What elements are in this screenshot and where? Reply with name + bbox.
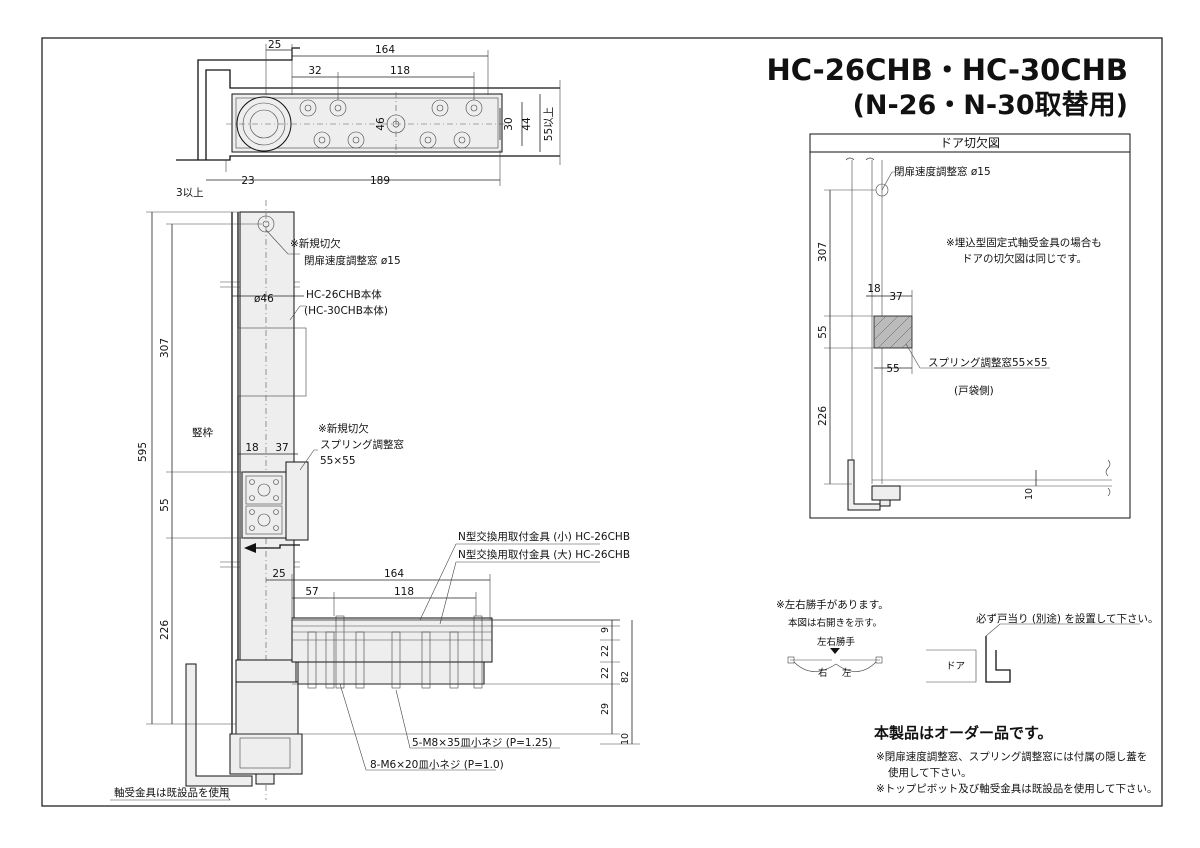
front-label-bracket-large: N型交換用取付金具 (大) HC-26CHB	[458, 548, 630, 561]
front-dim-55: 55	[159, 498, 171, 511]
front-label-screw-m8: 5-M8×35皿小ネジ (P=1.25)	[412, 737, 552, 749]
door-cut-dim-226: 226	[817, 406, 829, 426]
front-label-spring-window: スプリング調整窓	[320, 438, 404, 451]
top-dim-46: 46	[375, 117, 387, 131]
stop-note-door: ドア	[946, 661, 965, 672]
front-label-new-cut-1: ※新規切欠	[290, 237, 341, 250]
hand-diagram	[787, 648, 883, 672]
door-cut-side: (戸袋側)	[954, 384, 994, 397]
front-dim-18: 18	[245, 442, 258, 454]
door-cut-dim-10: 10	[1024, 488, 1035, 500]
top-dim-23: 23	[241, 175, 254, 187]
hand-note-line2: 本図は右開きを示す。	[788, 617, 882, 629]
front-label-spring-size: 55×55	[320, 455, 356, 467]
front-label-bracket-small: N型交換用取付金具 (小) HC-26CHB	[458, 530, 630, 543]
stop-note-text: 必ず戸当り (別途) を設置して下さい。	[976, 612, 1159, 625]
drawing-border	[41, 37, 1163, 807]
front-dim-10: 10	[620, 733, 631, 745]
order-note-line1: ※閉扉速度調整窓、スプリング調整窓には付属の隠し蓋を	[876, 750, 1147, 763]
front-dim-57: 57	[305, 586, 318, 598]
front-label-screw-m6: 8-M6×20皿小ネジ (P=1.0)	[370, 759, 504, 771]
front-dim-118: 118	[394, 586, 414, 598]
door-cut-spring-window: スプリング調整窓55×55	[928, 356, 1048, 369]
order-note-line2: 使用して下さい。	[888, 766, 972, 779]
order-headline: 本製品はオーダー品です。	[874, 724, 1053, 742]
front-dim-22a: 22	[600, 645, 611, 657]
front-label-new-cut-2: ※新規切欠	[318, 422, 369, 435]
door-cut-note-line2: ドアの切欠図は同じです。	[962, 252, 1087, 265]
door-cut-dim-37: 37	[889, 291, 902, 303]
front-dim-25: 25	[272, 568, 285, 580]
front-label-bearing: 軸受金具は既設品を使用	[114, 786, 230, 799]
front-dim-307: 307	[159, 338, 171, 358]
top-dim-32: 32	[308, 65, 321, 77]
top-dim-189: 189	[370, 175, 390, 187]
top-dim-55: 55以上	[543, 107, 555, 141]
door-cut-dim-55v: 55	[817, 325, 829, 338]
front-dim-595: 595	[137, 442, 149, 462]
front-view	[110, 200, 640, 801]
hand-note-caption: 左右勝手	[817, 636, 856, 648]
front-label-body-26: HC-26CHB本体	[306, 288, 382, 301]
top-dim-118: 118	[390, 65, 410, 77]
front-label-frame: 竪枠	[192, 426, 213, 439]
front-label-speed-window: 閉扉速度調整窓 ø15	[304, 254, 401, 267]
top-view	[176, 44, 561, 186]
front-label-body-30: (HC-30CHB本体)	[304, 304, 388, 317]
top-dim-30: 30	[503, 117, 515, 130]
hand-note-right: 右	[818, 667, 828, 679]
front-dim-29: 29	[600, 703, 611, 715]
door-cut-dim-55h: 55	[886, 363, 899, 375]
title-line1: HC-26CHB・HC-30CHB	[766, 53, 1128, 87]
hand-note-line1: ※左右勝手があります。	[776, 598, 889, 611]
hand-note-left: 左	[842, 667, 852, 679]
front-dim-22b: 22	[600, 667, 611, 679]
order-note-line3: ※トップピボット及び軸受金具は既設品を使用して下さい。	[876, 782, 1157, 795]
door-cut-dim-307: 307	[817, 242, 829, 262]
top-dim-3: 3以上	[176, 187, 204, 199]
door-cut-dim-18: 18	[867, 283, 880, 295]
top-dim-25: 25	[268, 39, 281, 51]
front-dim-46: ø46	[254, 293, 274, 305]
door-cut-view	[809, 133, 1131, 519]
front-dim-164: 164	[384, 568, 404, 580]
front-dim-82: 82	[620, 671, 631, 683]
front-dim-37: 37	[275, 442, 288, 454]
top-dim-164: 164	[375, 44, 395, 56]
front-dim-9: 9	[600, 627, 611, 633]
door-stop-diagram	[926, 623, 1140, 683]
top-dim-44: 44	[521, 117, 533, 131]
door-cut-note-line1: ※埋込型固定式軸受金具の場合も	[946, 236, 1102, 249]
front-dim-226: 226	[159, 620, 171, 640]
title-line2: (N-26・N-30取替用)	[853, 90, 1128, 121]
door-cut-title: ドア切欠図	[940, 135, 1000, 150]
door-cut-speed-window: 閉扉速度調整窓 ø15	[894, 165, 991, 178]
